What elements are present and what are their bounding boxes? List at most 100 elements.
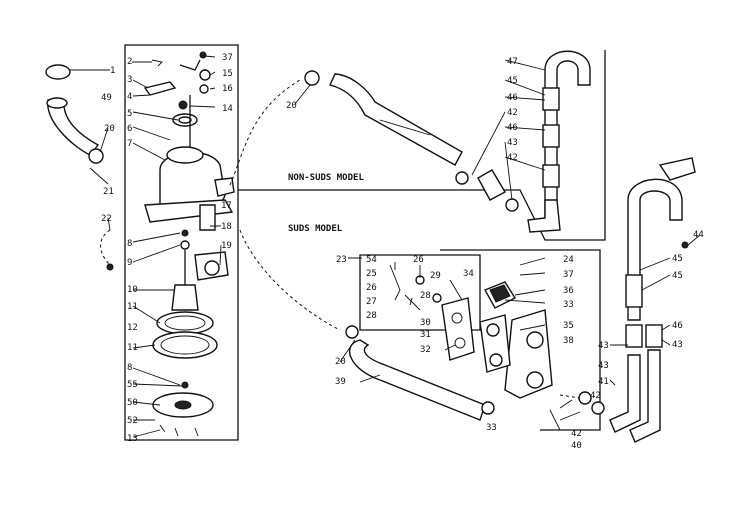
spring-rod (179, 59, 201, 71)
part-label-46: 46 (507, 93, 518, 103)
impeller (171, 284, 199, 311)
hose-collar (45, 64, 71, 80)
part-label-54: 54 (366, 255, 377, 265)
part-label-6: 6 (127, 124, 132, 134)
part-label-49: 49 (101, 93, 112, 103)
part-label-33-a: 33 (563, 300, 574, 310)
hose-clamp-left (88, 148, 104, 164)
part-label-13: 13 (127, 434, 138, 444)
suds-sleeve-3 (645, 324, 663, 348)
seal-plate-hole-a (451, 312, 463, 324)
part-label-37-left: 37 (222, 53, 233, 63)
part-label-18: 18 (221, 222, 232, 232)
bracket-clip (199, 204, 216, 231)
screw-head (199, 51, 207, 59)
part-label-42-upper-b: 42 (507, 153, 518, 163)
pipe-sleeve-2 (542, 124, 560, 148)
suds-elbow-b (629, 349, 661, 443)
clamp-ring-b (505, 198, 519, 212)
part-label-5: 5 (127, 109, 132, 119)
part-label-14: 14 (222, 104, 233, 114)
pipe-sleeve-3 (542, 164, 560, 188)
gasket-upper-inner (164, 315, 206, 331)
part-label-45-suds-a: 45 (672, 254, 683, 264)
routing-line-upper (229, 79, 301, 186)
plug-part (106, 263, 114, 271)
part-label-11-b: 11 (127, 343, 138, 353)
part-label-55: 55 (127, 380, 138, 390)
seal-inner (178, 116, 192, 124)
part-label-43-upper: 43 (507, 138, 518, 148)
hose-clamp-upper (304, 70, 320, 86)
hose-clamp-bottom (481, 401, 495, 415)
suds-routing-line (559, 394, 581, 399)
valve-port-a (526, 331, 544, 349)
part-label-7: 7 (127, 139, 132, 149)
part-label-37-suds: 37 (563, 270, 574, 280)
leader-lines-suds (339, 234, 701, 431)
suds-outer-frame (440, 249, 601, 431)
nut-part (199, 69, 211, 81)
part-label-28-b: 28 (420, 291, 431, 301)
seal-plate (441, 297, 475, 361)
hose-coupling (477, 169, 506, 201)
suds-clip (681, 241, 689, 249)
part-label-10: 10 (127, 285, 138, 295)
solenoid-coil (489, 284, 511, 303)
outlet-elbow-hose (47, 99, 100, 156)
drain-hose-long (329, 73, 463, 166)
part-label-44: 44 (693, 230, 704, 240)
part-label-28-a: 28 (366, 311, 377, 321)
part-label-19: 19 (221, 241, 232, 251)
part-label-2: 2 (127, 57, 132, 67)
part-label-29: 29 (430, 271, 441, 281)
part-label-20-left: 20 (104, 124, 115, 134)
valve-port-b (526, 371, 544, 389)
part-label-22: 22 (101, 214, 112, 224)
part-label-20-upper: 20 (286, 101, 297, 111)
part-label-42-suds-a: 42 (590, 391, 601, 401)
suds-drain-hose (348, 339, 486, 421)
part-label-11-a: 11 (127, 302, 138, 312)
part-label-26-b: 26 (413, 255, 424, 265)
spring-clip (389, 264, 421, 311)
part-label-45: 45 (507, 76, 518, 86)
washer-part (178, 100, 188, 110)
leader-lines-left (70, 55, 222, 438)
part-label-1: 1 (110, 66, 115, 76)
suds-standpipe-cap (658, 157, 696, 181)
part-label-41: 41 (598, 377, 609, 387)
clamp-ring-a (455, 171, 469, 185)
washer-ring (180, 240, 190, 250)
pump-base-plate (144, 199, 234, 223)
pump-assembly-bracket (124, 44, 239, 441)
screw-part (181, 229, 189, 237)
pipe-sleeve-1 (542, 87, 560, 111)
part-label-34: 34 (463, 269, 474, 279)
hose-top-ring (46, 97, 68, 109)
pump-outlet (214, 177, 235, 197)
part-label-43-suds-b: 43 (598, 361, 609, 371)
part-label-4: 4 (127, 92, 132, 102)
pump-cover-hub (174, 400, 192, 410)
suds-sleeve-2 (625, 324, 643, 348)
suds-clamp-b (591, 401, 605, 415)
non-suds-model-label: NON-SUDS MODEL (288, 173, 364, 183)
lever-part (143, 81, 177, 96)
part-label-52: 52 (127, 416, 138, 426)
part-label-45-suds-b: 45 (672, 271, 683, 281)
seal-plate-hole-b (454, 337, 466, 349)
pump-top-cap (166, 146, 204, 164)
part-label-35: 35 (563, 321, 574, 331)
part-label-8-b: 8 (127, 363, 132, 373)
part-label-36: 36 (563, 286, 574, 296)
part-label-15: 15 (222, 69, 233, 79)
grommet-part (199, 84, 209, 94)
leader-22 (100, 229, 111, 266)
part-label-24: 24 (563, 255, 574, 265)
part-label-23: 23 (336, 255, 347, 265)
part-label-20-suds: 20 (335, 357, 346, 367)
part-label-12: 12 (127, 323, 138, 333)
part-label-40: 40 (571, 441, 582, 451)
